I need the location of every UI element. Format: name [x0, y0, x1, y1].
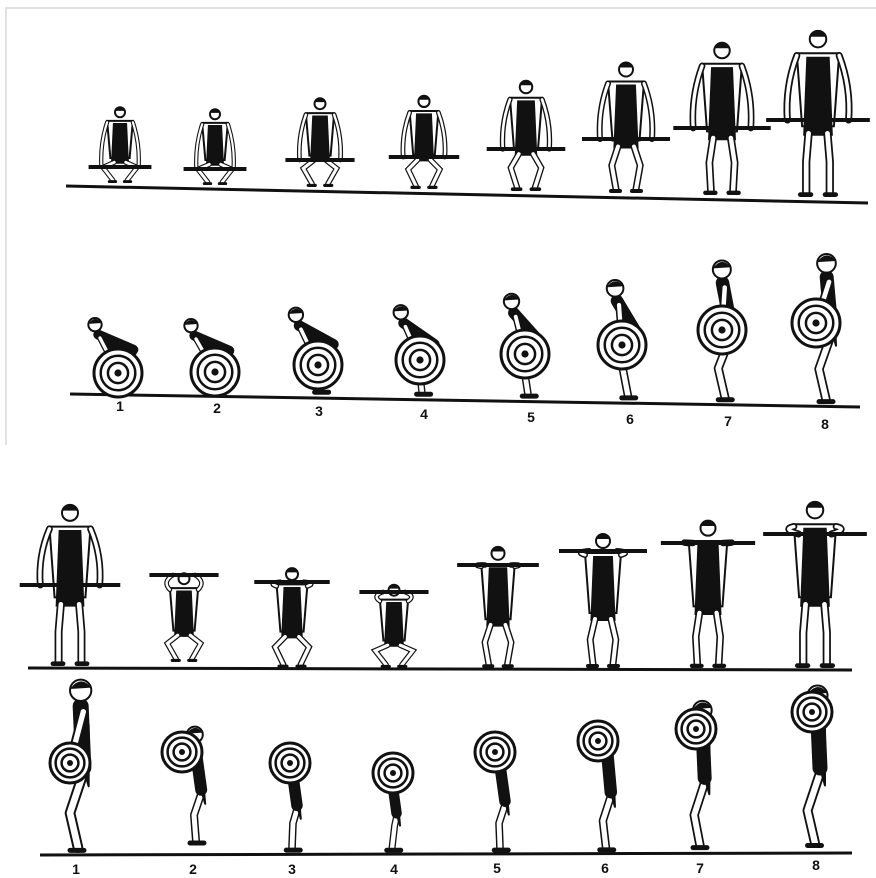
deadlift-front-figure-7	[673, 43, 770, 193]
clean-front-figure-8	[763, 502, 867, 666]
frame-label-bottom-6: 6	[595, 860, 615, 876]
clean-front-figure-6	[559, 534, 647, 666]
ground-line-row4	[40, 853, 852, 855]
deadlift-side-figure-3	[289, 308, 342, 393]
deadlift-side-figure-5	[501, 294, 549, 396]
clean-side-figure-6	[578, 721, 618, 850]
clean-front-figure-4	[359, 585, 428, 667]
frame-label-bottom-8: 8	[806, 857, 826, 873]
frame-label-top-1: 1	[110, 398, 130, 414]
clean-side-figure-1	[50, 680, 91, 851]
deadlift-side-figure-8	[792, 254, 840, 402]
clean-side-figure-5	[475, 732, 515, 850]
frame-label-top-2: 2	[207, 400, 227, 416]
deadlift-side-figure-1	[88, 318, 142, 397]
frame-label-top-4: 4	[414, 406, 434, 422]
frame-label-bottom-7: 7	[690, 860, 710, 876]
deadlift-front-figure-2	[184, 109, 247, 183]
ground-line-row2	[70, 394, 860, 407]
deadlift-front-figure-5	[487, 81, 566, 189]
ground-line-row3	[28, 668, 852, 670]
frame-label-bottom-3: 3	[282, 861, 302, 877]
frame-label-bottom-1: 1	[66, 861, 86, 877]
frame-label-top-8: 8	[815, 416, 835, 432]
clean-side-figure-8	[792, 686, 832, 846]
clean-front-figure-3	[254, 568, 329, 666]
clean-front-figure-1	[20, 505, 121, 664]
clean-side-figure-4	[373, 753, 413, 850]
frame-label-top-5: 5	[521, 409, 541, 425]
deadlift-side-figure-2	[184, 319, 239, 396]
clean-front-figure-5	[457, 547, 539, 666]
frame-label-bottom-4: 4	[384, 861, 404, 877]
frame-label-top-6: 6	[620, 411, 640, 427]
deadlift-front-figure-3	[285, 98, 354, 185]
frame-label-bottom-2: 2	[183, 861, 203, 877]
deadlift-side-figure-7	[698, 260, 746, 399]
ground-line-row1	[66, 186, 868, 203]
deadlift-front-figure-1	[89, 107, 152, 181]
deadlift-side-figure-6	[598, 280, 646, 398]
frame-label-top-7: 7	[718, 413, 738, 429]
clean-side-figure-7	[676, 701, 716, 848]
deadlift-front-figure-4	[389, 96, 459, 188]
frame-label-bottom-5: 5	[487, 860, 507, 876]
clean-side-figure-3	[270, 743, 310, 850]
deadlift-front-figure-6	[582, 63, 670, 192]
deadlift-front-figure-8	[766, 31, 870, 195]
deadlift-side-figure-4	[394, 305, 444, 394]
clean-front-figure-7	[661, 521, 755, 666]
frame-label-top-3: 3	[309, 403, 329, 419]
clean-side-figure-2	[162, 727, 205, 843]
clean-front-figure-2	[149, 573, 218, 660]
